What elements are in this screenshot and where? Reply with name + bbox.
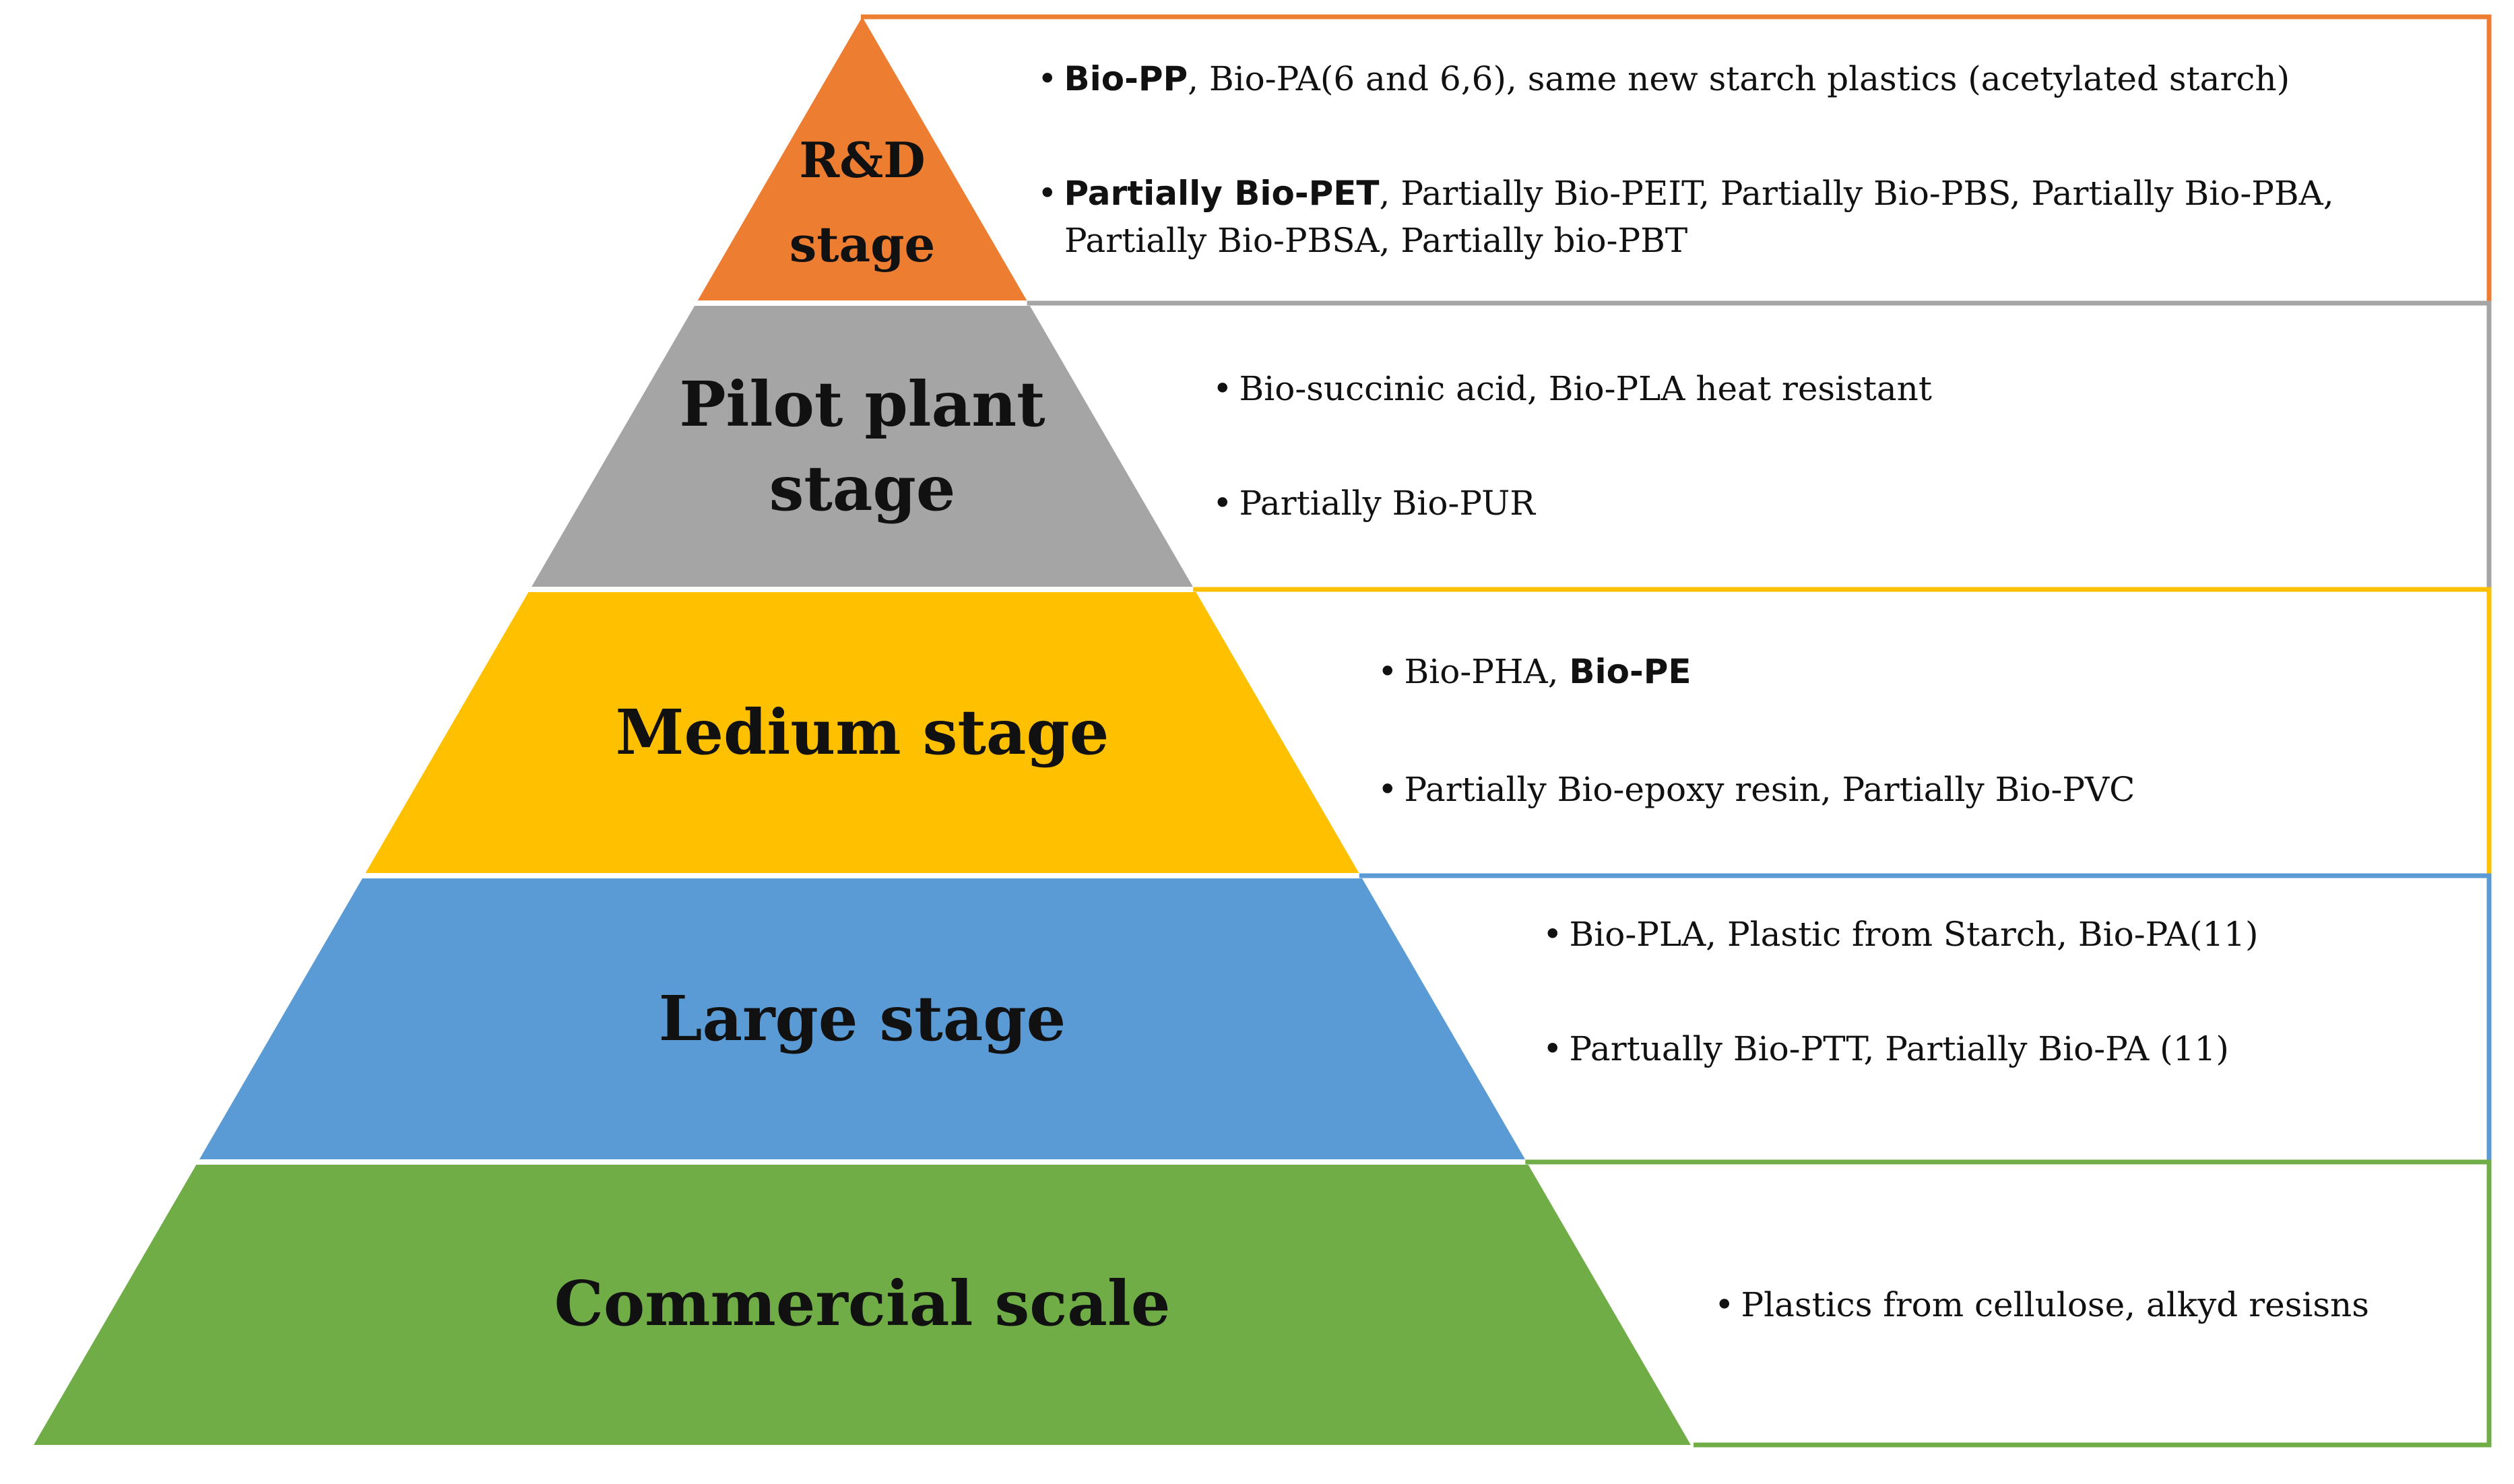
stage-label-line: Commercial scale bbox=[554, 1266, 1171, 1340]
commercial-stage-box bbox=[1525, 1159, 2492, 1448]
rd-item-line: •Bio-PP, Bio-PA(6 and 6,6), same new sta… bbox=[1037, 57, 2290, 101]
commercial-stage-label: Commercial scale bbox=[391, 1262, 1334, 1346]
bullet-icon: • bbox=[1714, 1285, 1735, 1324]
medium-stage-band bbox=[365, 592, 1359, 873]
item-text: , Partially Bio-PEIT, Partially Bio-PBS,… bbox=[1379, 174, 2334, 213]
item-text-bold: Partially Bio-PET bbox=[1064, 174, 1380, 213]
pilot-item-line: •Bio-succinic acid, Bio-PLA heat resista… bbox=[1213, 367, 1932, 411]
bullet-icon: • bbox=[1213, 484, 1233, 523]
item-text: Plastics from cellulose, alkyd resisns bbox=[1741, 1285, 2369, 1324]
bullet-icon: • bbox=[1543, 1029, 1563, 1068]
bullet-icon: • bbox=[1037, 174, 1058, 213]
item-text: Partually Bio-PTT, Partially Bio-PA (11) bbox=[1569, 1029, 2229, 1068]
stage-label-line: stage bbox=[769, 451, 956, 525]
bullet-icon: • bbox=[1378, 652, 1398, 691]
item-text-bold: Bio-PP bbox=[1064, 59, 1188, 98]
item-text: Bio-PLA, Plastic from Starch, Bio-PA(11) bbox=[1569, 915, 2259, 954]
pilot-stage-label: Pilot plant stage bbox=[391, 362, 1334, 531]
stage-label-line: Pilot plant bbox=[679, 367, 1045, 441]
medium-stage-box bbox=[1193, 587, 2492, 878]
item-text: Partially Bio-epoxy resin, Partially Bio… bbox=[1404, 770, 2135, 809]
stage-label-line: Medium stage bbox=[615, 696, 1109, 769]
pilot-item-line: •Partially Bio-PUR bbox=[1213, 482, 1535, 525]
bullet-icon: • bbox=[1213, 369, 1233, 408]
medium-item-line: •Partially Bio-epoxy resin, Partially Bi… bbox=[1378, 768, 2135, 812]
commercial-item-line: •Plastics from cellulose, alkyd resisns bbox=[1714, 1283, 2369, 1327]
item-text: Bio-succinic acid, Bio-PLA heat resistan… bbox=[1239, 369, 1932, 408]
item-text: Partially Bio-PBSA, Partially bio-PBT bbox=[1064, 221, 1688, 260]
rd-item-line: •Partially Bio-PET, Partially Bio-PEIT, … bbox=[1037, 172, 2334, 216]
large-stage-label: Large stage bbox=[391, 977, 1334, 1061]
item-text: Bio-PHA, bbox=[1404, 652, 1570, 691]
large-stage-band bbox=[199, 878, 1525, 1159]
stage-label-line: R&D bbox=[799, 131, 926, 189]
commercial-stage-band bbox=[34, 1165, 1691, 1445]
bullet-icon: • bbox=[1543, 915, 1563, 954]
pilot-stage-band bbox=[531, 306, 1193, 587]
large-item-line: •Partually Bio-PTT, Partially Bio-PA (11… bbox=[1543, 1027, 2229, 1071]
rd-stage-band bbox=[697, 17, 1027, 300]
rd-item-line: Partially Bio-PBSA, Partially bio-PBT bbox=[1064, 219, 1687, 263]
bullet-icon: • bbox=[1037, 59, 1058, 98]
item-text: , Bio-PA(6 and 6,6), same new starch pla… bbox=[1188, 59, 2290, 98]
bullet-icon: • bbox=[1378, 770, 1398, 809]
item-text-bold: Bio-PE bbox=[1569, 652, 1691, 691]
item-text: Partially Bio-PUR bbox=[1239, 484, 1535, 523]
medium-stage-label: Medium stage bbox=[391, 690, 1334, 775]
stage-label-line: stage bbox=[789, 216, 936, 273]
medium-item-line: •Bio-PHA, Bio-PE bbox=[1378, 650, 1691, 694]
stage-label-line: Large stage bbox=[658, 982, 1066, 1055]
large-item-line: •Bio-PLA, Plastic from Starch, Bio-PA(11… bbox=[1543, 913, 2258, 957]
rd-stage-label: R&D stage bbox=[391, 118, 1334, 286]
